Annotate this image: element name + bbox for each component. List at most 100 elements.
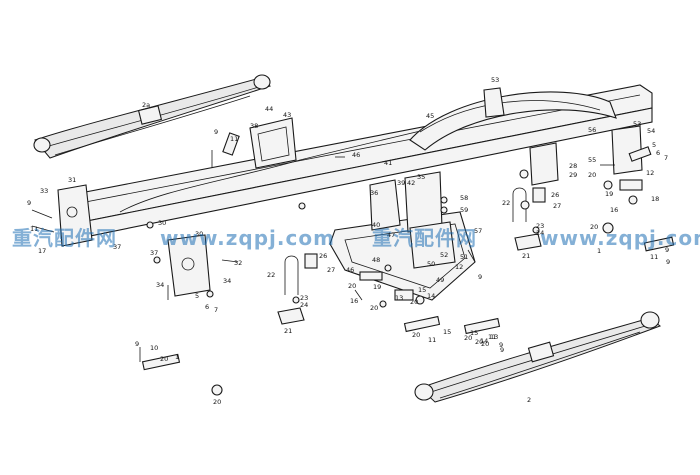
callout-c9a: 9 <box>214 128 218 136</box>
callout-c9g: 9 <box>135 340 139 348</box>
watermark-text-1: 重汽配件网 <box>12 226 117 250</box>
frame-rail-lower <box>81 107 653 237</box>
cross-member-tube-edge <box>419 100 601 133</box>
callout-c11a: 11 <box>230 135 238 143</box>
callout-c46: 46 <box>352 151 360 159</box>
callout-c20e: 20 <box>410 298 418 306</box>
callout-c9c: 9 <box>478 273 482 281</box>
callout-c40: 40 <box>372 221 380 229</box>
callout-c24a: 24 <box>300 301 308 309</box>
callout-c20f: 20 <box>590 223 598 231</box>
callout-c38: 38 <box>250 122 258 130</box>
u-bolt-22-left <box>284 255 299 295</box>
pin-set <box>141 132 675 371</box>
callout-c5b: 5 <box>195 292 199 300</box>
callout-c6a: 6 <box>656 149 660 157</box>
watermark-text-4: www.zqpj.com <box>540 226 700 250</box>
callout-c19b: 19 <box>373 283 381 291</box>
watermark-text-2: www.zqpj.com <box>160 226 335 250</box>
callout-c11c: 11 <box>428 336 436 344</box>
callout-c56: 56 <box>588 126 596 134</box>
hanger-bracket-31 <box>57 184 93 247</box>
callout-c19a: 19 <box>605 190 613 198</box>
callout-c13a: 13 <box>395 294 403 302</box>
callout-c34a: 34 <box>223 277 231 285</box>
callout-c11e: 11 <box>488 333 496 341</box>
callout-c9d: 9 <box>666 258 670 266</box>
callout-c6b: 6 <box>205 303 209 311</box>
cross-member-tube <box>409 91 617 151</box>
callout-c29a: 29 <box>569 171 577 179</box>
watermark-text-3: 重汽配件网 <box>372 226 477 250</box>
saddle-21-right <box>514 233 542 251</box>
callout-c15c: 15 <box>470 329 478 337</box>
callout-c18a: 18 <box>651 195 659 203</box>
saddle-21-left <box>277 307 305 325</box>
cross-member-center <box>329 171 476 301</box>
bump-stop-26 <box>304 187 546 269</box>
callout-c45: 45 <box>426 112 434 120</box>
hanger-bracket-43 <box>249 117 297 169</box>
callout-c49: 49 <box>436 276 444 284</box>
callout-c15a: 15 <box>418 286 426 294</box>
callout-c33: 33 <box>40 187 48 195</box>
callout-c35: 35 <box>417 173 425 181</box>
callout-c2: 2 <box>527 396 531 404</box>
callout-c37b: 37 <box>150 249 158 257</box>
callout-c32: 32 <box>234 259 242 267</box>
callout-c57: 57 <box>474 227 482 235</box>
callout-c39: 39 <box>397 179 405 187</box>
callout-c24b: 24 <box>536 229 544 237</box>
callout-c23b: 23 <box>536 222 544 230</box>
bracket-36 <box>369 179 401 231</box>
hanger-bracket-53b <box>611 125 643 175</box>
callout-c48: 48 <box>372 256 380 264</box>
callout-c26b: 26 <box>551 191 559 199</box>
watermark: 重汽配件网 www.zqpj.com 重汽配件网 www.zqpj.com <box>12 226 700 250</box>
callout-c47: 47 <box>387 231 395 239</box>
callout-c1b: 1 <box>175 353 179 361</box>
callout-c10: 10 <box>150 344 158 352</box>
callout-c22b: 22 <box>502 199 510 207</box>
callout-c20a: 20 <box>588 171 596 179</box>
callout-c22a: 22 <box>267 271 275 279</box>
callout-c14b: 14 <box>480 337 488 345</box>
callout-c27b: 27 <box>553 202 561 210</box>
callout-c50: 50 <box>427 260 435 268</box>
callout-c59: 59 <box>460 206 468 214</box>
callout-c55: 55 <box>588 156 596 164</box>
callout-c46b: 46 <box>346 266 354 274</box>
callout-c21a: 21 <box>284 327 292 335</box>
callout-c53b: 53 <box>633 120 641 128</box>
callout-c11d: 11 <box>650 253 658 261</box>
hanger-plate-28 <box>529 142 559 186</box>
fasteners <box>31 150 638 396</box>
callout-c9e: 9 <box>665 246 669 254</box>
callout-c51: 51 <box>460 253 468 261</box>
callout-c42: 42 <box>407 179 415 187</box>
callout-c52: 52 <box>440 251 448 259</box>
callout-c54: 54 <box>647 127 655 135</box>
callout-labels: 2a91144433846414553535456567282955122019… <box>27 76 670 406</box>
callout-c28a: 28 <box>569 162 577 170</box>
callout-c17: 17 <box>38 247 46 255</box>
callout-c11b: 11 <box>30 225 38 233</box>
callout-c5a: 5 <box>652 141 656 149</box>
callout-c14a: 14 <box>427 292 435 300</box>
callout-c26a: 26 <box>319 252 327 260</box>
callout-c36: 36 <box>370 189 378 197</box>
callout-c2a: 2a <box>142 101 150 109</box>
callout-c43: 43 <box>283 111 291 119</box>
hanger-bracket-53 <box>483 87 505 118</box>
leaf-spring-2 <box>414 311 662 403</box>
callout-c20j: 20 <box>213 398 221 406</box>
callout-c58: 58 <box>460 194 468 202</box>
callout-c37a: 37 <box>113 243 121 251</box>
callout-c12a: 12 <box>646 169 654 177</box>
callout-c30b: 30 <box>195 230 203 238</box>
callout-c53a: 53 <box>491 76 499 84</box>
callout-c20d: 20 <box>412 331 420 339</box>
callout-c9f: 9 <box>500 346 504 354</box>
callout-c31: 31 <box>68 176 76 184</box>
